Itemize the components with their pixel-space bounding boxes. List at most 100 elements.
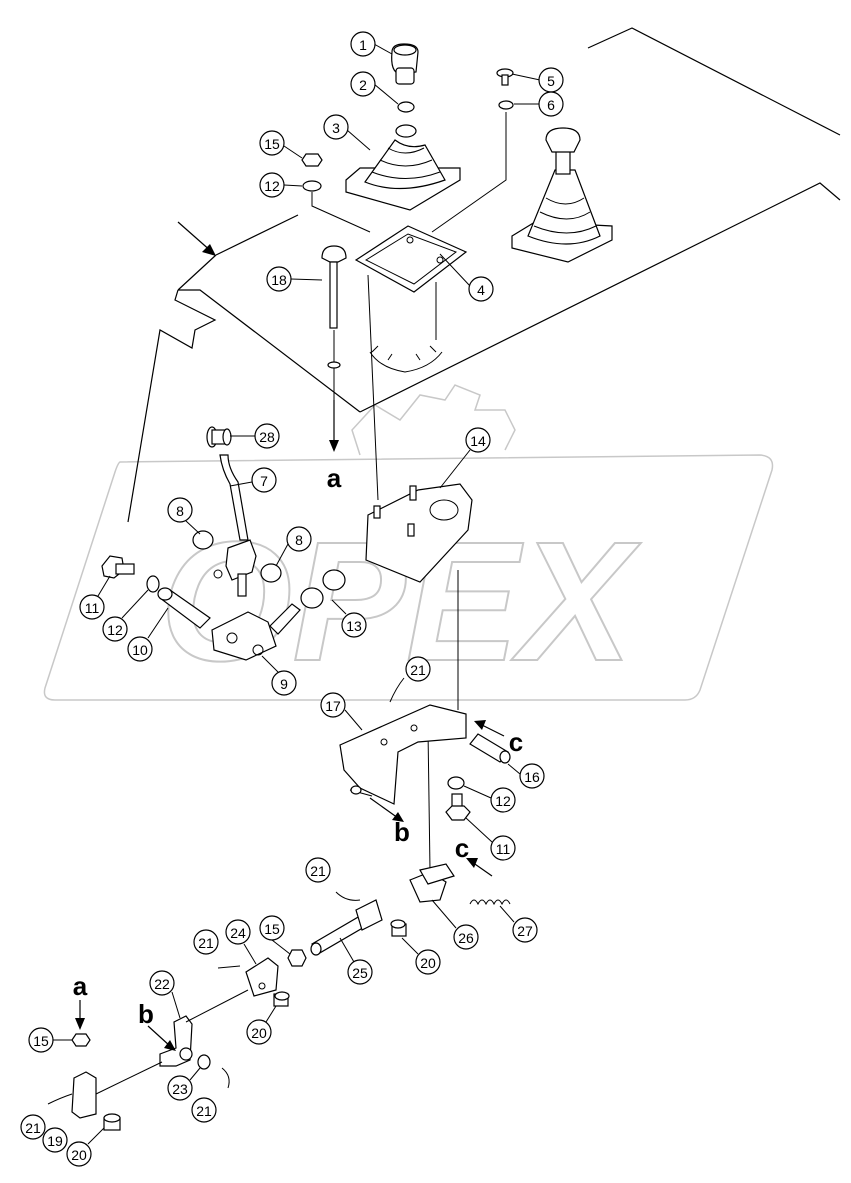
part-cotter-pin-21a <box>389 677 405 703</box>
callout-15: 15 <box>259 130 285 156</box>
callout-circle <box>266 266 292 292</box>
callout-label: 19 <box>47 1133 63 1149</box>
part-pin-16 <box>469 733 511 764</box>
arrow-b-upper <box>369 797 404 822</box>
callout-21: 21 <box>305 857 331 883</box>
callout-label: 4 <box>477 282 485 298</box>
callout-19: 19 <box>42 1127 68 1153</box>
part-yoke-9 <box>211 603 301 661</box>
callout-label: 14 <box>470 433 486 449</box>
callout-label: 21 <box>196 1103 212 1119</box>
watermark-gear-teeth <box>351 384 516 456</box>
reference-letter-b: b <box>138 999 154 1029</box>
callout-circle <box>191 1097 217 1123</box>
callout-circle <box>350 31 376 57</box>
callout-1: 1 <box>350 31 376 57</box>
callout-2: 2 <box>350 71 376 97</box>
callout-label: 13 <box>346 618 362 634</box>
callout-circle <box>149 970 175 996</box>
callout-11: 11 <box>490 835 516 861</box>
callout-circle <box>512 917 538 943</box>
assembled-boot <box>511 127 613 263</box>
callout-circle <box>490 835 516 861</box>
callout-label: 24 <box>230 925 246 941</box>
reference-letter-b: b <box>394 817 410 847</box>
part-bushing-8b <box>260 563 282 583</box>
callout-20: 20 <box>415 949 441 975</box>
callout-12: 12 <box>102 616 128 642</box>
callout-circle <box>254 423 280 449</box>
view-direction-arrow <box>177 221 216 256</box>
callout-circle <box>405 656 431 682</box>
part-washer-6 <box>498 100 514 110</box>
part-pin-20b <box>273 991 290 1007</box>
callout-15: 15 <box>259 915 285 941</box>
callout-label: 12 <box>264 178 280 194</box>
part-cotter-pin-21c <box>217 965 241 969</box>
part-lever-26 <box>409 863 455 903</box>
callout-circle <box>347 959 373 985</box>
callout-label: 17 <box>325 698 341 714</box>
part-rod-25 <box>310 899 383 956</box>
callout-label: 21 <box>410 662 426 678</box>
callout-circle <box>259 915 285 941</box>
callout-label: 5 <box>547 73 555 89</box>
callout-8: 8 <box>286 526 312 552</box>
callout-label: 21 <box>198 935 214 951</box>
callout-label: 26 <box>458 930 474 946</box>
callout-8: 8 <box>167 497 193 523</box>
callout-3: 3 <box>323 114 349 140</box>
callout-23: 23 <box>167 1075 193 1101</box>
callout-circle <box>28 1027 54 1053</box>
callout-label: 18 <box>271 272 287 288</box>
callout-label: 8 <box>176 503 184 519</box>
callout-label: 15 <box>33 1033 49 1049</box>
callout-13: 13 <box>341 612 367 638</box>
callout-label: 8 <box>295 532 303 548</box>
callout-circle <box>341 612 367 638</box>
part-arm-22 <box>159 989 249 1067</box>
part-clevis-24 <box>245 957 279 997</box>
reference-letter-c: c <box>509 727 523 757</box>
part-spacer <box>397 101 415 113</box>
part-clevis-19 <box>71 1061 163 1119</box>
callout-circle <box>350 71 376 97</box>
callout-label: 2 <box>359 77 367 93</box>
watermark-gear-outline <box>43 454 774 701</box>
callout-27: 27 <box>512 917 538 943</box>
callout-circle <box>305 857 331 883</box>
part-bracket-14 <box>365 483 473 583</box>
callout-label: 23 <box>172 1081 188 1097</box>
callout-circle <box>320 692 346 718</box>
callout-11: 11 <box>79 594 105 620</box>
callout-circle <box>453 924 479 950</box>
part-bushing-13a <box>300 587 324 609</box>
callout-21: 21 <box>193 929 219 955</box>
callout-circle <box>127 636 153 662</box>
part-cotter-pin-21e <box>47 1093 73 1105</box>
part-spring-27 <box>469 899 511 906</box>
callout-label: 21 <box>310 863 326 879</box>
callout-label: 20 <box>251 1025 267 1041</box>
callout-circle <box>323 114 349 140</box>
callout-28: 28 <box>254 423 280 449</box>
callout-17: 17 <box>320 692 346 718</box>
callout-9: 9 <box>271 670 297 696</box>
part-lever-7 <box>213 454 257 597</box>
callout-12: 12 <box>259 172 285 198</box>
arrow-a-bottom <box>75 1000 85 1030</box>
callout-circle <box>490 787 516 813</box>
callout-label: 1 <box>359 37 367 53</box>
part-bolt-11-left <box>101 555 135 579</box>
callout-18: 18 <box>266 266 292 292</box>
callout-26: 26 <box>453 924 479 950</box>
callout-circle <box>225 919 251 945</box>
callout-circle <box>42 1127 68 1153</box>
part-cotter-pin-21b <box>335 891 361 901</box>
assembly-lines-top <box>311 112 507 871</box>
callout-label: 27 <box>517 923 533 939</box>
callout-21: 21 <box>191 1097 217 1123</box>
reference-letter-a: a <box>73 971 88 1001</box>
